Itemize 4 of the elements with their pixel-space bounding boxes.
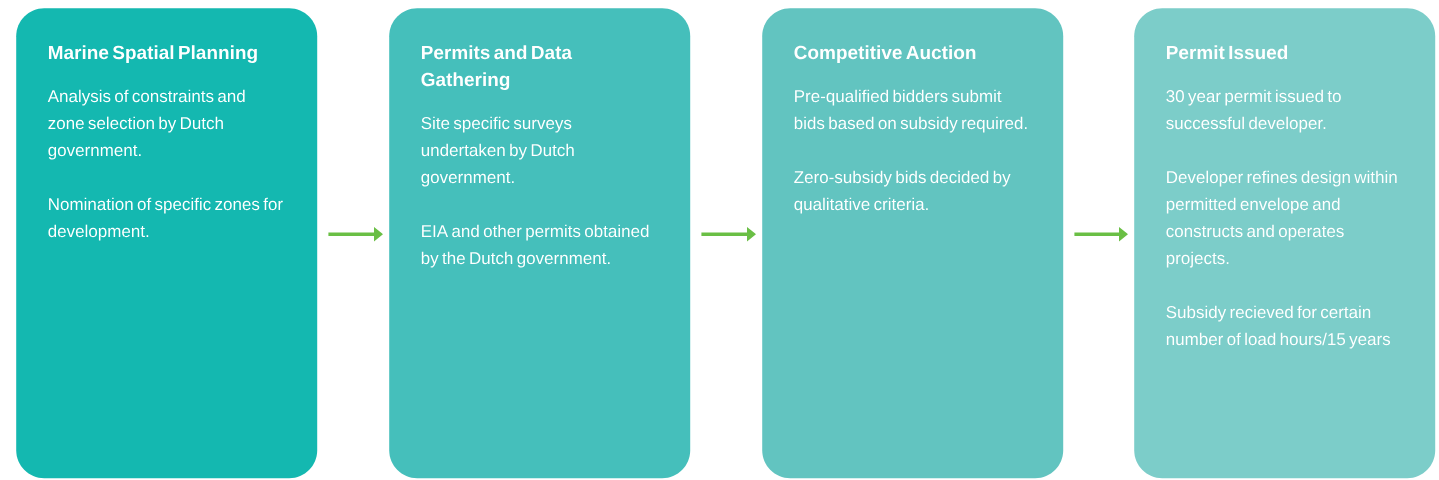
process-box: Marine Spatial Planning Analysis of constraints and zone selection by Dutch government. Nomination of specific zones for development. xyxy=(16,8,318,479)
process-box: Permits and Data Gathering Site specific surveys undertaken by Dutch government. EIA and other permits obtained by the Dutch government. xyxy=(389,8,691,479)
process-box: Permit Issued 30 year permit issued to successful developer. Developer refines design within permitted envelope and constructs and operates projects. Subsidy recieved for certain number of load hours/15 years xyxy=(1134,8,1436,479)
process-box: Competitive Auction Pre-qualified bidders submit bids based on subsidy required. Zero-subsidy bids decided by qualitative criteria. xyxy=(762,8,1064,479)
